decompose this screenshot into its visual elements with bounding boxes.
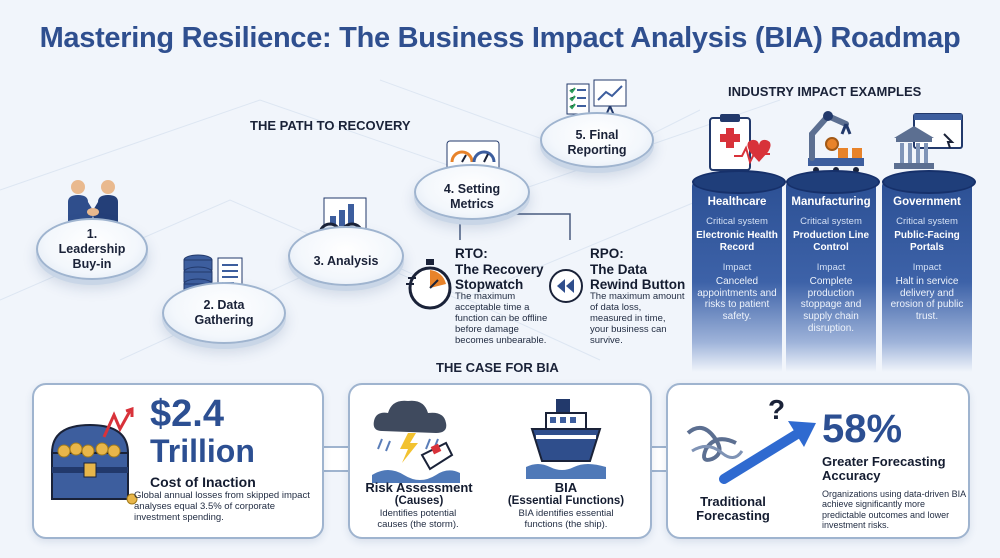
forecast-arrow-icon: ? <box>686 394 816 484</box>
industry-pillar-healthcare: Healthcare Critical system Electronic He… <box>692 170 786 372</box>
impact-label: Impact <box>722 262 752 273</box>
stopwatch-icon <box>406 259 452 310</box>
report-board-icon <box>566 79 627 121</box>
bia-description: BIA identifies essential functions (the … <box>518 508 614 530</box>
cost-number-line1: $2.4 <box>150 393 224 435</box>
step-setting-metrics[interactable]: 4. Setting Metrics <box>414 164 530 220</box>
impact-value: Canceled appointments and risks to patie… <box>697 276 777 323</box>
government-building-icon <box>894 113 963 169</box>
svg-text:?: ? <box>768 394 785 425</box>
step-label: 5. Final Reporting <box>567 128 627 157</box>
storm-cloud-icon <box>372 400 460 483</box>
step-label: 1. Leadership Buy-in <box>58 226 126 271</box>
cost-of-inaction-panel: $2.4 Trillion Cost of Inaction Global an… <box>32 383 324 539</box>
critical-system-value: Production Line Control <box>792 230 870 253</box>
rto-description: The maximum acceptable time a function c… <box>455 291 548 346</box>
path-heading: THE PATH TO RECOVERY <box>250 118 411 133</box>
step-analysis[interactable]: 3. Analysis <box>288 226 404 286</box>
critical-system-label: Critical system <box>896 216 958 227</box>
industry-name: Healthcare <box>707 196 767 208</box>
rpo-description: The maximum amount of data loss, measure… <box>590 291 685 346</box>
rpo-title: RPO: The Data Rewind Button <box>590 246 686 293</box>
critical-system-label: Critical system <box>800 216 862 227</box>
impact-label: Impact <box>816 262 846 273</box>
critical-system-label: Critical system <box>706 216 768 227</box>
traditional-forecasting-label: Traditional Forecasting <box>696 494 770 524</box>
critical-system-value: Public-Facing Portals <box>894 230 960 253</box>
medical-clipboard-icon <box>709 114 771 171</box>
risk-vs-bia-panel: Risk Assessment (Causes) Identifies pote… <box>348 383 652 539</box>
forecasting-panel: ? Traditional Forecasting 58% Greater Fo… <box>666 383 970 539</box>
panel-connector <box>320 446 350 472</box>
robot-arm-icon <box>808 111 864 173</box>
rto-title: RTO: The Recovery Stopwatch <box>455 246 544 293</box>
industry-pillar-government: Government Critical system Public-Facing… <box>882 170 976 372</box>
forecast-description: Organizations using data-driven BIA achi… <box>822 489 966 531</box>
step-data-gathering[interactable]: 2. Data Gathering <box>162 282 286 344</box>
cost-number-line2: Trillion <box>150 433 255 469</box>
industry-name: Government <box>893 196 961 208</box>
risk-title: Risk Assessment (Causes) <box>365 480 473 508</box>
cost-description: Global annual losses from skipped impact… <box>134 490 310 523</box>
industry-name: Manufacturing <box>791 196 871 208</box>
ship-icon <box>526 399 606 479</box>
forecast-label: Greater Forecasting Accuracy <box>822 454 946 484</box>
step-label: 3. Analysis <box>313 253 379 268</box>
forecast-percent: 58% <box>822 407 903 451</box>
impact-value: Complete production stoppage and supply … <box>800 276 862 334</box>
step-label: 4. Setting Metrics <box>443 182 501 211</box>
cost-label: Cost of Inaction <box>150 474 256 490</box>
industry-heading: INDUSTRY IMPACT EXAMPLES <box>728 84 922 99</box>
step-label: 2. Data Gathering <box>194 298 254 327</box>
impact-label: Impact <box>912 262 942 273</box>
bia-title: BIA (Essential Functions) <box>507 480 625 508</box>
industry-pillar-manufacturing: Manufacturing Critical system Production… <box>786 170 880 372</box>
step-final-reporting[interactable]: 5. Final Reporting <box>540 112 654 168</box>
impact-value: Halt in service delivery and erosion of … <box>890 276 964 323</box>
critical-system-value: Electronic Health Record <box>696 230 778 253</box>
case-heading: THE CASE FOR BIA <box>436 360 559 375</box>
page-title: Mastering Resilience: The Business Impac… <box>39 22 961 54</box>
step-leadership-buy-in[interactable]: 1. Leadership Buy-in <box>36 218 148 280</box>
rewind-icon <box>549 269 583 303</box>
risk-description: Identifies potential causes (the storm). <box>377 508 459 530</box>
treasure-chest-icon <box>50 407 138 505</box>
